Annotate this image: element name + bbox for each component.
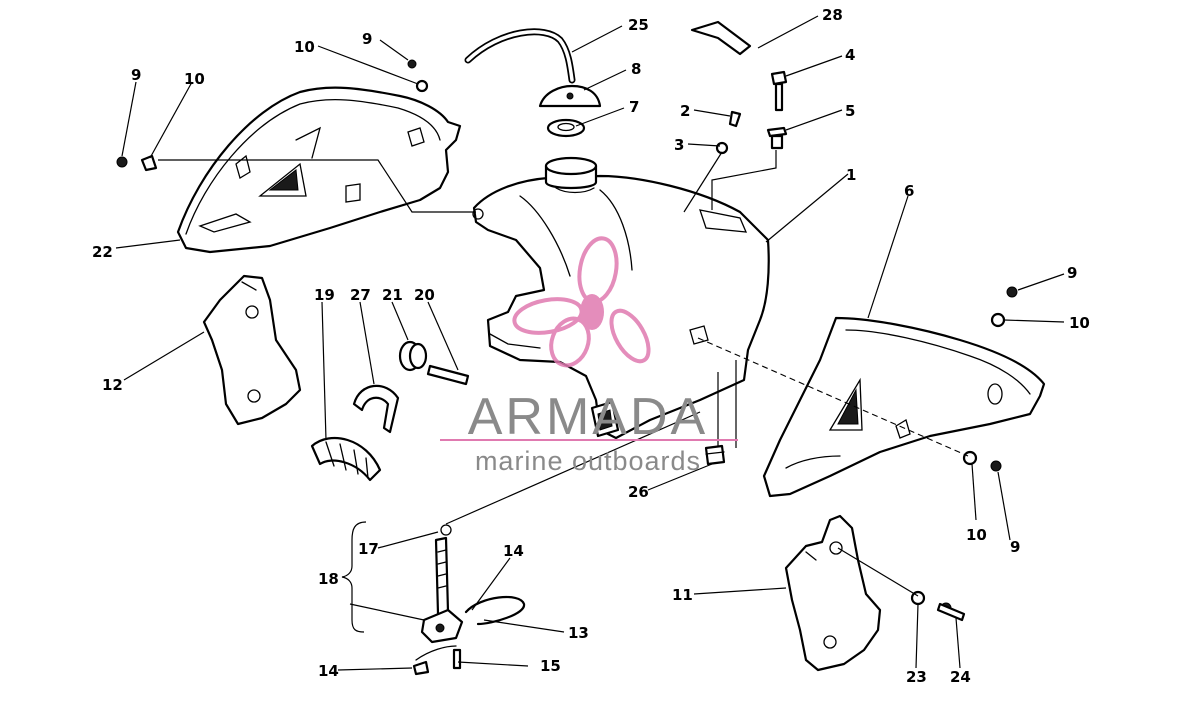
- callout-17: 17: [358, 540, 379, 558]
- callout-10: 10: [294, 38, 315, 56]
- watermark-tagline: marine outboards: [475, 446, 701, 476]
- callout-5: 5: [845, 102, 855, 120]
- callout-22: 22: [92, 243, 113, 261]
- bolt-24: [936, 602, 966, 622]
- callout-7: 7: [629, 98, 639, 116]
- callout-21: 21: [382, 286, 403, 304]
- callout-28: 28: [822, 6, 843, 24]
- callout-14: 14: [503, 542, 524, 560]
- bolt-20: [426, 364, 470, 386]
- strip-part: [690, 20, 752, 56]
- grommet: [715, 141, 729, 155]
- breather-hose-inner: [466, 30, 574, 82]
- filler-cap: [538, 84, 602, 108]
- left-side-panel: [176, 86, 462, 254]
- watermark-brand: ARMADA: [468, 388, 708, 446]
- callout-12: 12: [102, 376, 123, 394]
- long-bolt: [770, 70, 788, 112]
- callout-11: 11: [672, 586, 693, 604]
- callout-20: 20: [414, 286, 435, 304]
- callout-10: 10: [966, 526, 987, 544]
- small-screw: [728, 110, 742, 128]
- drain-grommet: [704, 444, 726, 466]
- leader-lines: [115, 15, 1065, 671]
- callout-24: 24: [950, 668, 971, 686]
- callout-9: 9: [131, 66, 141, 84]
- callout-3: 3: [674, 136, 684, 154]
- left-bracket: [202, 274, 302, 426]
- callout-2: 2: [680, 102, 690, 120]
- callout-9: 9: [1067, 264, 1077, 282]
- callout-25: 25: [628, 16, 649, 34]
- spring: [310, 436, 382, 482]
- right-side-panel: [762, 316, 1046, 498]
- callout-4: 4: [845, 46, 855, 64]
- callout-1: 1: [846, 166, 856, 184]
- callout-10: 10: [1069, 314, 1090, 332]
- fuel-tank: [472, 156, 770, 440]
- callout-6: 6: [904, 182, 914, 200]
- callout-19: 19: [314, 286, 335, 304]
- clip: [352, 384, 400, 434]
- callout-26: 26: [628, 483, 649, 501]
- armada-watermark: ARMADA marine outboards: [440, 236, 738, 476]
- callout-labels: 25 28 9 10 9 10 8 4 7 2 5 3 1 6 22 19 27…: [92, 6, 1090, 686]
- callout-27: 27: [350, 286, 371, 304]
- callout-23: 23: [906, 668, 927, 686]
- fasteners: [116, 59, 1018, 614]
- callout-14: 14: [318, 662, 339, 680]
- callout-15: 15: [540, 657, 561, 675]
- right-bracket: [784, 514, 882, 672]
- callout-13: 13: [568, 624, 589, 642]
- callout-9: 9: [1010, 538, 1020, 556]
- rubber-bumper: [398, 340, 428, 372]
- cap-gasket: [546, 118, 586, 138]
- armada-flower-logo: [512, 236, 651, 368]
- spacer: [766, 126, 788, 150]
- callout-10: 10: [184, 70, 205, 88]
- callout-8: 8: [631, 60, 641, 78]
- fuel-tap-assembly: [412, 524, 526, 676]
- callout-9: 9: [362, 30, 372, 48]
- callout-18-bracket: 18: [318, 570, 339, 588]
